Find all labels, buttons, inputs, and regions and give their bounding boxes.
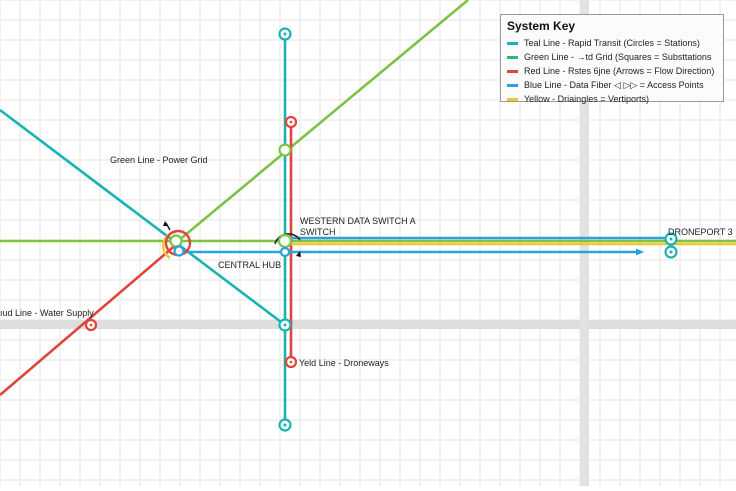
water-supply-label: ıud Line - Water Supply bbox=[0, 308, 94, 318]
teal-line-diagonal bbox=[0, 108, 286, 327]
legend-label: Blue Line - Data Fiber ◁ ▷▷ = Access Poi… bbox=[524, 79, 704, 90]
station-teal-bottom[interactable] bbox=[278, 418, 292, 432]
legend-item-blue: Blue Line - Data Fiber ◁ ▷▷ = Access Poi… bbox=[507, 78, 717, 92]
legend-item-yellow: Yellow - Driaingles = Vertiports) bbox=[507, 92, 717, 106]
station-green-diagonal[interactable] bbox=[278, 143, 292, 157]
station-red-top[interactable] bbox=[284, 115, 298, 129]
station-red-diagonal[interactable] bbox=[84, 318, 98, 332]
legend-item-green: Green Line - →td Grid (Squares = Substta… bbox=[507, 50, 717, 64]
legend-label: Green Line - →td Grid (Squares = Substta… bbox=[524, 52, 712, 62]
legend-swatch-green bbox=[507, 55, 518, 59]
green-line-diagonal bbox=[177, 0, 469, 242]
legend-item-teal: Teal Line - Rapid Transit (Circles = Sta… bbox=[507, 36, 717, 50]
legend-label: Red Line - Rstes 6jne (Arrows = Flow Dir… bbox=[524, 66, 715, 76]
legend-label: Teal Line - Rapid Transit (Circles = Sta… bbox=[524, 38, 700, 48]
blue-arrow-head bbox=[636, 248, 644, 256]
legend-title: System Key bbox=[507, 19, 576, 33]
western-switch-node[interactable] bbox=[274, 233, 301, 258]
central-hub-label: CENTRAL HUB bbox=[218, 260, 281, 270]
central-hub-node[interactable] bbox=[163, 221, 192, 257]
station-teal-top[interactable] bbox=[278, 27, 292, 41]
yellow-line-label: Yeld Line - Droneways bbox=[299, 358, 389, 368]
legend-swatch-teal bbox=[507, 41, 518, 45]
station-red-bottom[interactable] bbox=[284, 355, 298, 369]
system-key-legend: System Key Teal Line - Rapid Transit (Ci… bbox=[500, 14, 724, 104]
major-grid-band-horizontal bbox=[0, 320, 736, 329]
legend-swatch-yellow bbox=[507, 97, 518, 101]
droneport-station-upper[interactable] bbox=[664, 232, 678, 246]
green-line-label: Green Line - Power Grid bbox=[110, 155, 208, 165]
red-line-diagonal bbox=[0, 242, 179, 396]
legend-item-red: Red Line - Rstes 6jne (Arrows = Flow Dir… bbox=[507, 64, 717, 78]
droneport-station-lower[interactable] bbox=[664, 245, 678, 259]
western-switch-label: WESTERN DATA SWITCH A bbox=[300, 216, 416, 226]
legend-label: Yellow - Driaingles = Vertiports) bbox=[524, 94, 649, 104]
station-teal-mid[interactable] bbox=[278, 318, 292, 332]
legend-swatch-blue bbox=[507, 83, 518, 87]
legend-swatch-red bbox=[507, 69, 518, 73]
droneport-label: DRONEPORT 3 bbox=[668, 227, 733, 237]
western-switch-label-2: SWITCH bbox=[300, 227, 336, 237]
